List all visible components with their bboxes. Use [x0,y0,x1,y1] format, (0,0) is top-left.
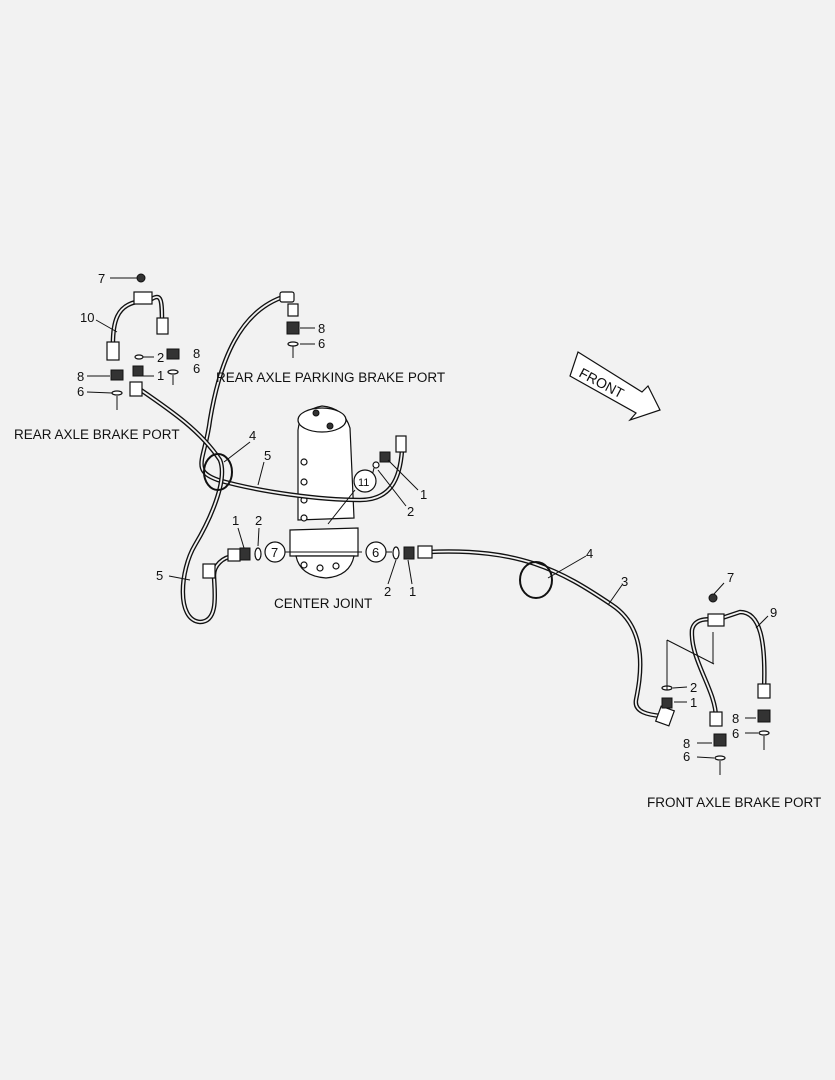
callout-3: 3 [621,574,628,589]
callout-1-rear: 1 [157,368,164,383]
callout-2-rear: 2 [157,350,164,365]
callout-7-front: 7 [727,570,734,585]
callout-6-parking: 6 [318,336,325,351]
callout-2-front: 2 [690,680,697,695]
front-tube-9 [689,609,767,721]
callout-11: 11 [358,477,369,489]
rear-axle-brake-port-caption: REAR AXLE BRAKE PORT [14,427,180,442]
callout-1-center-left: 1 [232,513,239,528]
center-joint-caption: CENTER JOINT [274,596,372,611]
callout-6-front-left: 6 [683,749,690,764]
callout-2-center-left: 2 [255,513,262,528]
callout-5-upper: 5 [264,448,271,463]
callout-1-center-right: 1 [409,584,416,599]
center-joint: CENTER JOINT [274,405,372,611]
callout-7-rear: 7 [98,271,105,286]
fittings [106,273,771,761]
front-axle-brake-port-caption: FRONT AXLE BRAKE PORT [647,795,821,810]
callout-2-center-right: 2 [384,584,391,599]
rear-axle-parking-brake-port-caption: REAR AXLE PARKING BRAKE PORT [216,370,445,385]
callout-6-rear-right: 6 [193,361,200,376]
hose-clamp-rear [203,453,233,491]
callout-8-rear-right: 8 [193,346,200,361]
callout-8-front-right: 8 [732,711,739,726]
rear-tube-10 [110,294,165,353]
callout-6-center: 6 [372,545,379,560]
callout-9: 9 [770,605,777,620]
hose-clamp-front [519,561,553,599]
callout-7-center: 7 [271,545,278,560]
callout-8-parking: 8 [318,321,325,336]
callout-6-rear-left: 6 [77,384,84,399]
callout-8-rear-left: 8 [77,369,84,384]
front-direction-arrow: FRONT [569,351,661,422]
hose-5-lower [135,385,237,625]
leader-lines [86,277,769,775]
callout-labels: 7 10 2 8 1 6 8 6 8 6 4 5 5 1 2 7 6 2 1 1… [77,271,777,764]
ref-circle-6 [365,541,387,563]
callout-1-parking: 1 [420,487,427,502]
hose-3 [425,549,665,719]
callout-10: 10 [80,310,94,325]
callout-4-rear: 4 [249,428,256,443]
callout-5-lower: 5 [156,568,163,583]
ref-circle-11 [353,469,377,493]
callout-1-front: 1 [690,695,697,710]
callout-8-front-left: 8 [683,736,690,751]
callout-2-parking: 2 [407,504,414,519]
callout-4-front: 4 [586,546,593,561]
callout-6-front-right: 6 [732,726,739,741]
ref-circle-7 [264,541,286,563]
hose-5-upper [199,293,405,503]
